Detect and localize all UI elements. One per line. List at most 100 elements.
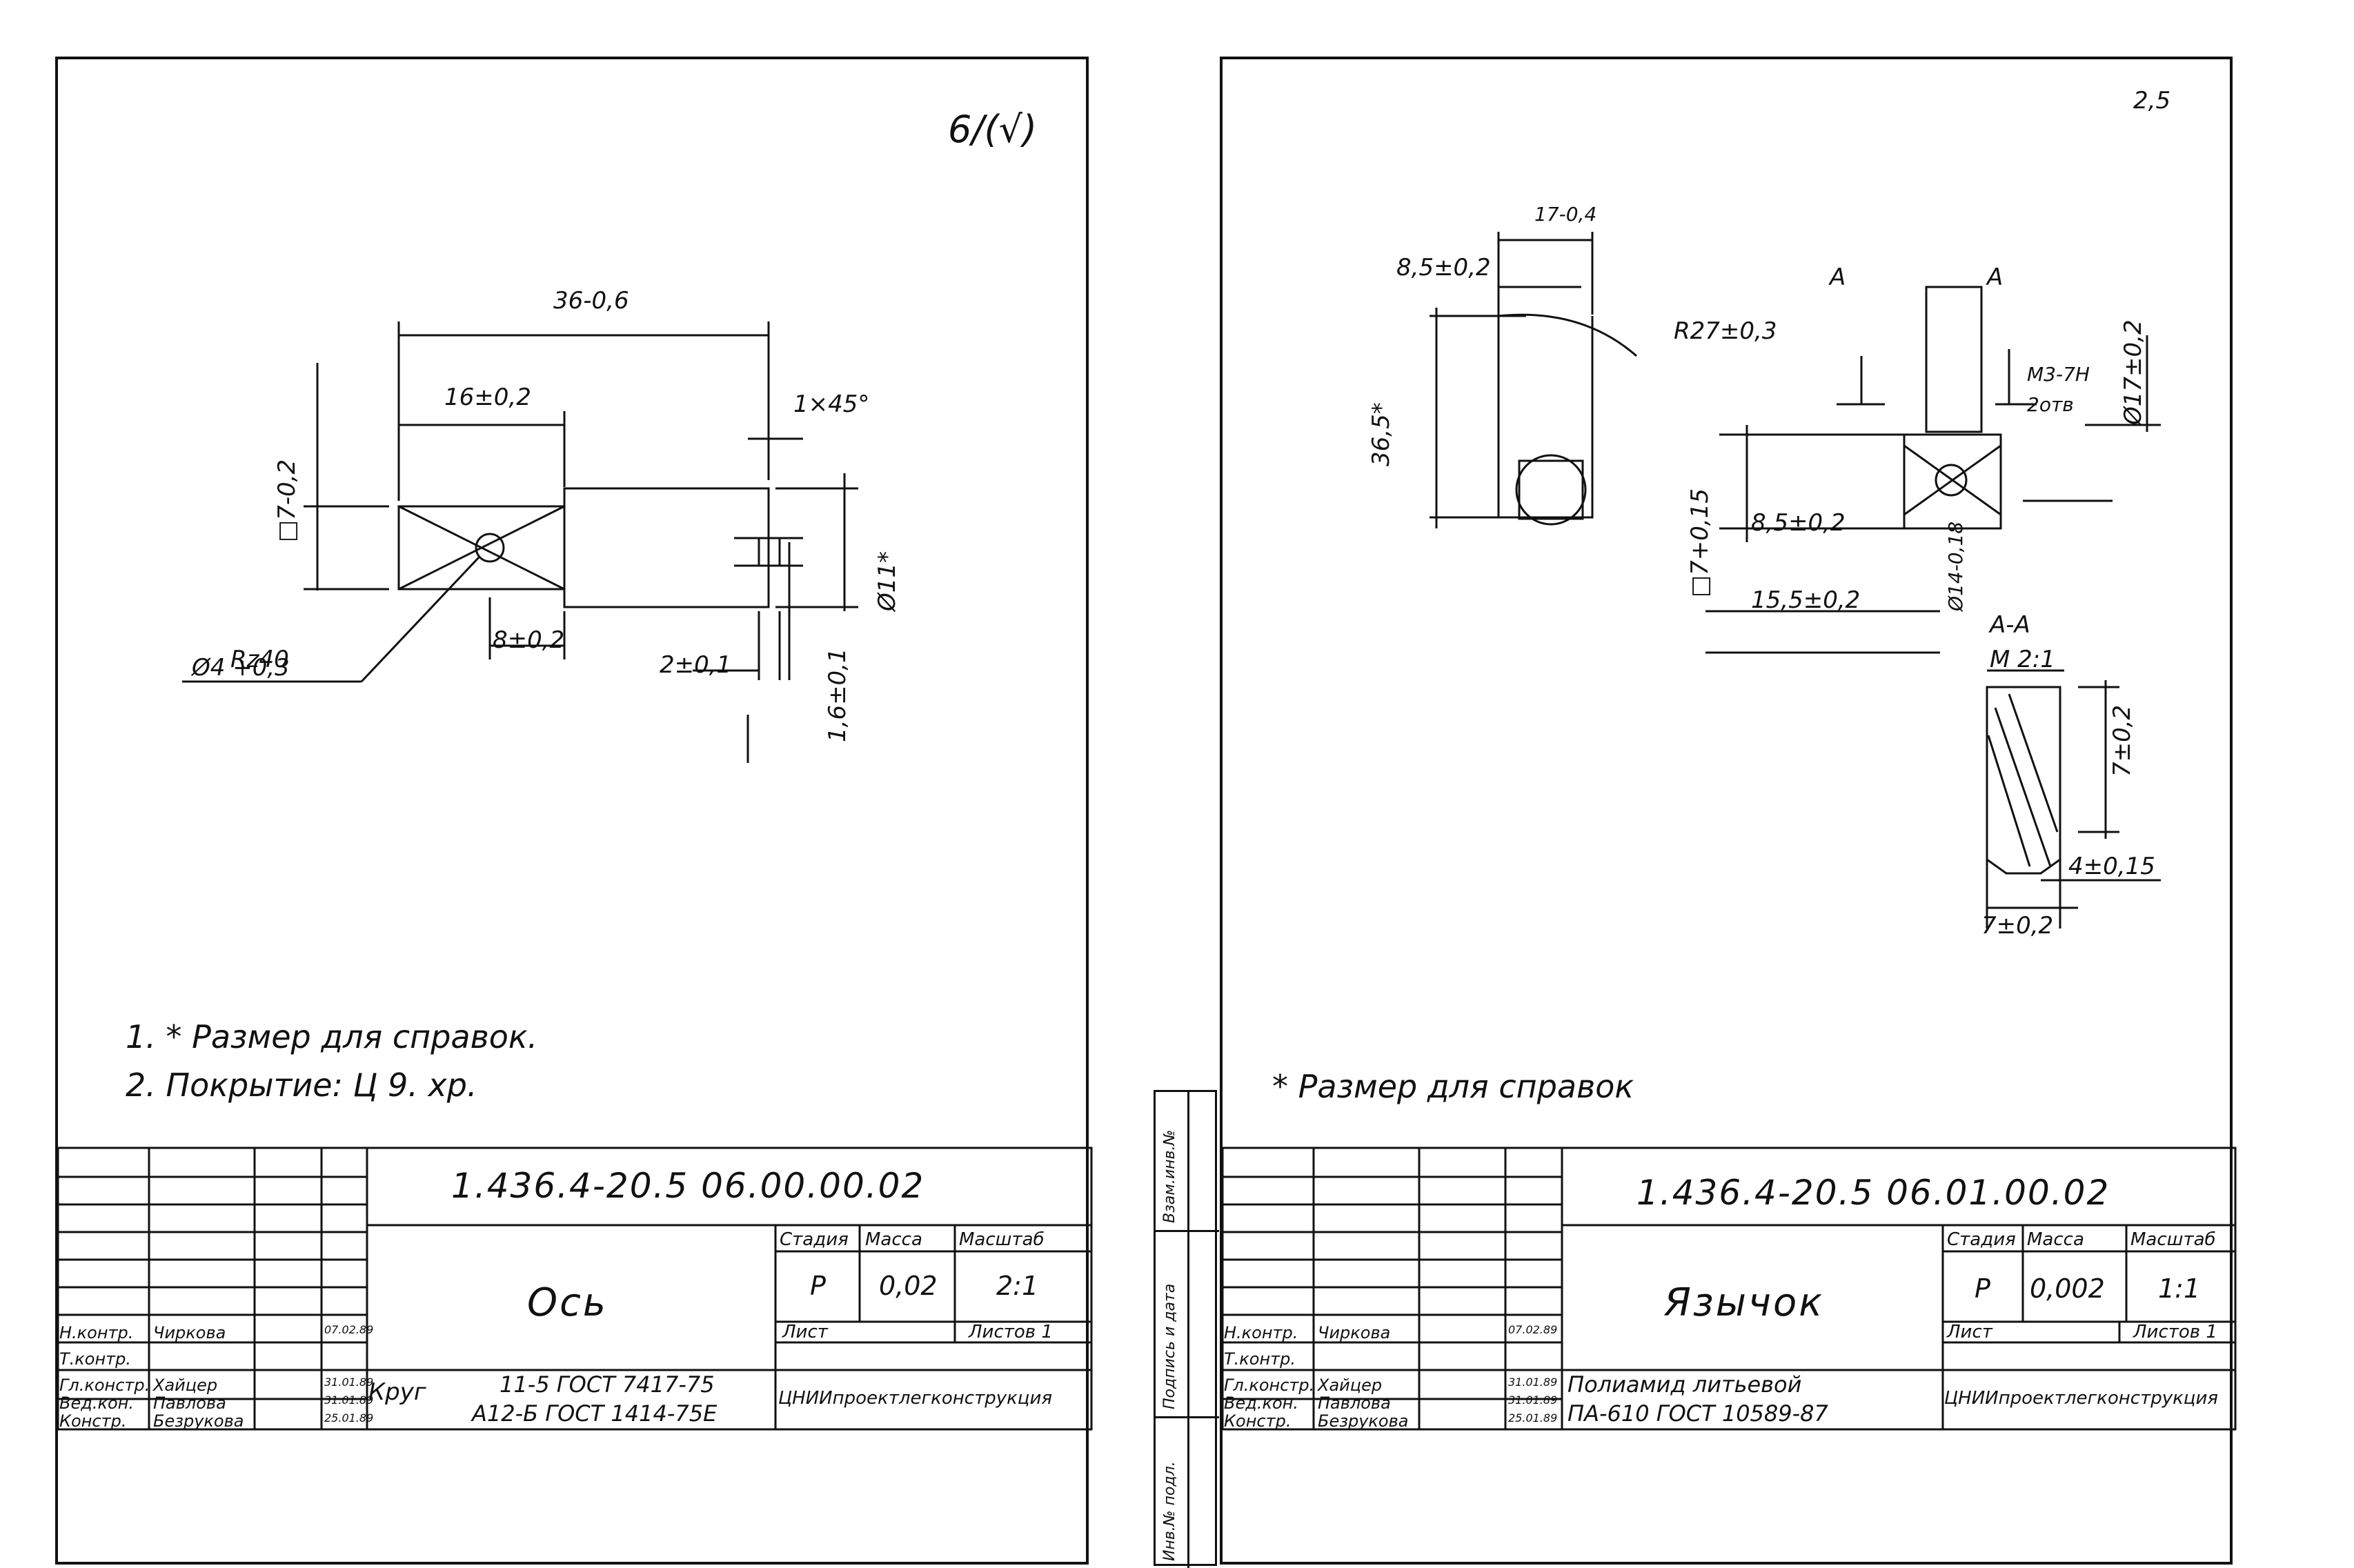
stage-value: Р (1975, 1273, 1990, 1304)
axle-hole (475, 533, 505, 563)
side-label-inventory: Инв.№ подл. (1161, 1461, 1178, 1561)
sheets-label: Листов 1 (2133, 1322, 2217, 1342)
date-5: 25.01.89 (324, 1411, 374, 1425)
name-4: Павлова (153, 1393, 226, 1413)
role-3: Гл.констр. (1224, 1376, 1315, 1395)
scale-value: 1:1 (2158, 1273, 2201, 1304)
name-5: Безрукова (1318, 1411, 1409, 1431)
role-1: Н.контр. (1224, 1323, 1298, 1342)
dim-diameter-17: Ø17±0,2 (2119, 319, 2147, 425)
date-5: 25.01.89 (1508, 1411, 1558, 1425)
dim-hole-diameter: Ø4 +0,3 (192, 654, 290, 682)
role-3: Гл.констр. (59, 1376, 150, 1395)
material-line-2: ПА-610 ГОСТ 10589-87 (1567, 1400, 1828, 1427)
roughness-value: 2,5 (2133, 87, 2171, 115)
side-strip: Взам.инв.№ Подпись и дата Инв.№ подл. (1154, 1090, 1219, 1568)
name-4: Павлова (1318, 1393, 1391, 1413)
drawing-sheet-right: 2,5 17-0,4 8,5±0,2 36,5* R27±0,3 А А М3-… (1220, 57, 2237, 1565)
mass-value: 0,002 (2030, 1273, 2105, 1304)
sheet-label: Лист (1947, 1322, 1992, 1342)
dim-hole-position: 8±0,2 (493, 626, 565, 654)
dim-radius: R27±0,3 (1674, 317, 1777, 345)
stage-label: Стадия (1947, 1229, 2016, 1250)
dim-groove-depth: 1,6±0,1 (824, 648, 851, 742)
dim-chamfer: 1×45° (793, 390, 870, 418)
roughness-rz40: Rz40 (230, 646, 289, 673)
dim-square: □7-0,2 (273, 459, 301, 542)
dim-width-17: 17-0,4 (1534, 203, 1597, 226)
section-scale: М 2:1 (1990, 646, 2055, 673)
date-3: 31.01.89 (324, 1376, 374, 1389)
right-title-block-grid (1221, 1147, 2237, 1431)
sheets-label: Листов 1 (969, 1322, 1053, 1342)
reference-note: * Размер для справок (1272, 1068, 1634, 1105)
dim-height-365: 36,5* (1367, 402, 1395, 466)
dim-thread: М3-7Н (2027, 363, 2090, 386)
cut-mark-a-left: А (1830, 264, 1846, 291)
name-1: Чиркова (1318, 1323, 1391, 1342)
dim-diameter-14: Ø14-0,18 (1944, 521, 1967, 611)
dim-length-85: 8,5±0,2 (1751, 509, 1846, 537)
note-line-1: 1. * Размер для справок. (126, 1018, 538, 1055)
mass-value: 0,02 (879, 1271, 938, 1301)
role-2: Т.контр. (59, 1349, 132, 1369)
dim-groove-width: 2±0,1 (660, 651, 732, 679)
scale-value: 2:1 (996, 1271, 1039, 1301)
name-1: Чиркова (153, 1323, 226, 1342)
dim-section-narrow: 4±0,15 (2068, 853, 2155, 880)
role-2: Т.контр. (1224, 1349, 1296, 1369)
role-4: Вед.кон. (59, 1393, 134, 1413)
date-1: 07.02.89 (324, 1323, 374, 1336)
part-name: Язычок (1664, 1280, 1825, 1325)
date-4: 31.01.89 (324, 1393, 374, 1407)
dim-square-7: □7+0,15 (1686, 488, 1714, 597)
drawing-code: 1.436.4-20.5 06.01.00.02 (1636, 1173, 2110, 1213)
material-prefix: Круг (368, 1378, 426, 1406)
sheet-label: Лист (782, 1322, 828, 1342)
left-drawing-geometry (57, 321, 1093, 1431)
material-line-1: 11-5 ГОСТ 7417-75 (500, 1371, 715, 1398)
drawing-sheet-left: 6/(√) 36-0,6 16±0,2 8±0,2 2±0,1 1×45° Ø4… (55, 57, 1093, 1565)
left-title-block-grid (57, 1147, 1093, 1431)
dim-total-length: 36-0,6 (553, 287, 629, 315)
mass-label: Масса (2027, 1229, 2084, 1250)
tongue-side-body (1497, 316, 1594, 519)
tongue-front-hub (1903, 433, 2002, 530)
organization: ЦНИИпроектлегконструкция (778, 1388, 1053, 1409)
side-label-signature: Подпись и дата (1161, 1283, 1178, 1409)
name-5: Безрукова (153, 1411, 244, 1431)
role-5: Констр. (59, 1411, 127, 1431)
name-3: Хайцер (153, 1376, 218, 1395)
stage-label: Стадия (780, 1229, 849, 1250)
material-line-1: Полиамид литьевой (1567, 1371, 1802, 1398)
stage-value: Р (810, 1271, 826, 1301)
note-line-2: 2. Покрытие: Ц 9. хр. (126, 1066, 477, 1104)
role-1: Н.контр. (59, 1323, 134, 1342)
dim-thread-count: 2отв (2027, 393, 2074, 416)
section-label: А-А (1990, 611, 2030, 639)
scale-label: Масштаб (959, 1229, 1045, 1250)
organization: ЦНИИпроектлегконструкция (1944, 1388, 2219, 1409)
date-1: 07.02.89 (1508, 1323, 1558, 1336)
dim-shaft-diameter: Ø11* (873, 550, 901, 611)
drawing-code: 1.436.4-20.5 06.00.00.02 (451, 1166, 925, 1206)
right-drawing-geometry (1221, 232, 2237, 1431)
cut-mark-a-right: А (1987, 264, 2004, 291)
date-3: 31.01.89 (1508, 1376, 1558, 1389)
material-line-2: А12-Б ГОСТ 1414-75Е (472, 1400, 718, 1427)
mass-label: Масса (865, 1229, 922, 1250)
scale-label: Масштаб (2130, 1229, 2216, 1250)
role-5: Констр. (1224, 1411, 1292, 1431)
tongue-front-stem (1925, 286, 1983, 433)
side-label-replacement: Взам.инв.№ (1161, 1129, 1178, 1223)
dim-section-base: 7±0,2 (1981, 912, 2054, 940)
dim-section-height: 7±0,2 (2108, 704, 2136, 777)
dim-width-85: 8,5±0,2 (1396, 254, 1491, 281)
role-4: Вед.кон. (1224, 1393, 1298, 1413)
axle-shaft (563, 487, 770, 608)
roughness-symbol: 6/(√) (948, 108, 1038, 151)
part-name: Ось (527, 1280, 608, 1325)
name-3: Хайцер (1318, 1376, 1383, 1395)
dim-head-length: 16±0,2 (444, 384, 531, 411)
date-4: 31.01.89 (1508, 1393, 1558, 1407)
